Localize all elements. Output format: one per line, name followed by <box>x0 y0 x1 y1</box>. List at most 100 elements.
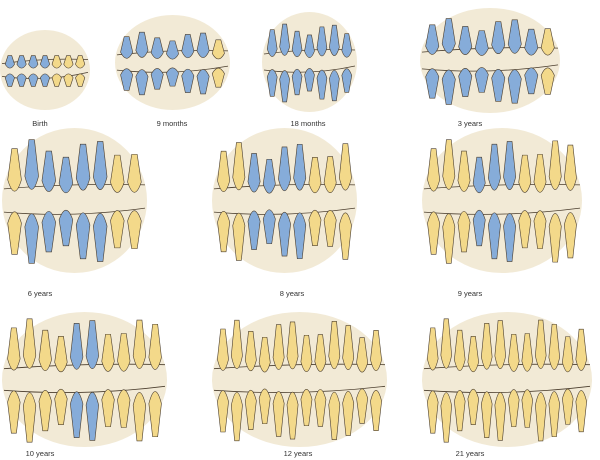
primary-tooth-upper <box>474 30 489 56</box>
primary-tooth-lower <box>293 212 307 260</box>
permanent-tooth-upper <box>328 321 341 370</box>
permanent-tooth-upper <box>533 154 547 193</box>
lower-gum-line <box>3 207 146 215</box>
primary-tooth-upper <box>120 36 134 59</box>
lower-gum-line <box>213 385 386 393</box>
permanent-tooth-upper <box>518 154 532 193</box>
stage-12-years <box>212 312 387 447</box>
permanent-tooth-upper <box>338 143 352 191</box>
permanent-tooth-upper <box>521 333 533 372</box>
primary-tooth-lower <box>425 68 440 99</box>
permanent-tooth-lower <box>54 388 68 426</box>
permanent-tooth-lower <box>533 210 547 249</box>
permanent-tooth-lower <box>231 392 243 442</box>
permanent-tooth-upper <box>286 321 299 370</box>
permanent-tooth-lower <box>148 391 162 438</box>
primary-tooth-upper <box>488 143 501 191</box>
primary-tooth-lower <box>441 69 456 105</box>
permanent-tooth-lower <box>101 389 115 428</box>
stage-9-months <box>115 15 230 110</box>
primary-tooth-upper <box>278 146 291 192</box>
primary-tooth-upper <box>503 141 516 190</box>
permanent-tooth-lower <box>286 391 299 440</box>
permanent-tooth-upper <box>508 333 520 372</box>
stage-label-12-years: 12 years <box>283 449 313 458</box>
primary-tooth-lower <box>135 69 149 96</box>
primary-tooth-lower <box>85 391 99 441</box>
dentition-illustration <box>212 312 387 447</box>
permanent-tooth-lower <box>258 388 271 425</box>
permanent-tooth-lower <box>481 391 493 438</box>
primary-tooth-lower <box>93 213 108 262</box>
permanent-tooth-lower <box>548 391 560 438</box>
stage-label-9-months: 9 months <box>156 119 188 128</box>
permanent-tooth-lower <box>575 390 587 433</box>
primary-tooth-lower <box>507 69 522 104</box>
permanent-tooth-lower <box>328 391 341 440</box>
permanent-tooth-lower <box>535 392 547 442</box>
dentition-illustration <box>262 12 357 112</box>
lower-gum-line <box>3 385 166 393</box>
upper-gum-line <box>423 184 581 190</box>
primary-tooth-lower <box>304 68 315 92</box>
permanent-tooth-upper <box>22 318 37 369</box>
permanent-tooth-upper <box>494 320 506 370</box>
permanent-tooth-lower <box>314 389 327 427</box>
dentition-illustration <box>422 128 582 273</box>
primary-tooth-lower <box>474 67 489 93</box>
primary-tooth-upper <box>70 323 84 370</box>
primary-tooth-upper <box>341 33 353 58</box>
permanent-tooth-lower <box>127 210 142 249</box>
primary-tooth-lower <box>150 68 164 90</box>
permanent-tooth-upper <box>7 327 21 371</box>
permanent-tooth-upper <box>51 55 62 69</box>
primary-tooth-lower <box>41 211 56 253</box>
permanent-tooth-lower <box>244 389 257 431</box>
stage-label-10-years: 10 years <box>25 449 55 458</box>
permanent-tooth-lower <box>467 388 479 426</box>
permanent-tooth-lower <box>518 210 532 249</box>
permanent-tooth-upper <box>427 327 439 371</box>
permanent-tooth-lower <box>300 389 313 427</box>
primary-tooth-lower <box>503 213 516 262</box>
primary-tooth-upper <box>135 31 149 58</box>
permanent-tooth-upper <box>342 325 355 370</box>
lower-gum-line <box>423 207 581 215</box>
permanent-tooth-lower <box>38 390 52 432</box>
primary-tooth-upper <box>39 55 51 69</box>
permanent-tooth-upper <box>300 334 313 372</box>
stage-label-8-years: 8 years <box>279 289 305 298</box>
stage-6-years <box>2 128 147 273</box>
primary-tooth-lower <box>458 68 473 97</box>
primary-tooth-upper <box>329 24 340 56</box>
permanent-tooth-upper <box>110 154 125 193</box>
stage-label-9-years: 9 years <box>457 289 483 298</box>
primary-tooth-lower <box>70 391 84 438</box>
dentition-illustration <box>422 312 592 447</box>
permanent-tooth-lower <box>440 392 452 443</box>
stage-8-years <box>212 128 357 273</box>
permanent-tooth-lower <box>356 388 368 424</box>
permanent-tooth-lower <box>454 390 466 432</box>
permanent-tooth-lower <box>308 209 322 247</box>
primary-tooth-upper <box>507 19 522 54</box>
stage-label-3-years: 3 years <box>457 119 483 128</box>
primary-tooth-lower <box>266 69 278 97</box>
permanent-tooth-upper <box>467 335 479 373</box>
stage-label-6-years: 6 years <box>27 289 53 298</box>
permanent-tooth-lower <box>272 391 285 437</box>
primary-tooth-upper <box>166 40 179 60</box>
primary-tooth-upper <box>524 28 539 56</box>
permanent-tooth-upper <box>63 55 74 69</box>
primary-tooth-lower <box>39 73 51 87</box>
primary-tooth-lower <box>488 212 501 260</box>
primary-tooth-lower <box>291 68 303 96</box>
permanent-tooth-upper <box>535 319 547 369</box>
permanent-tooth-upper <box>54 335 68 373</box>
permanent-tooth-lower <box>7 390 21 434</box>
dentition-illustration <box>2 128 147 273</box>
permanent-tooth-lower <box>232 212 246 261</box>
permanent-tooth-lower <box>548 213 562 263</box>
permanent-tooth-upper <box>356 337 368 373</box>
dentition-illustration <box>420 8 560 113</box>
